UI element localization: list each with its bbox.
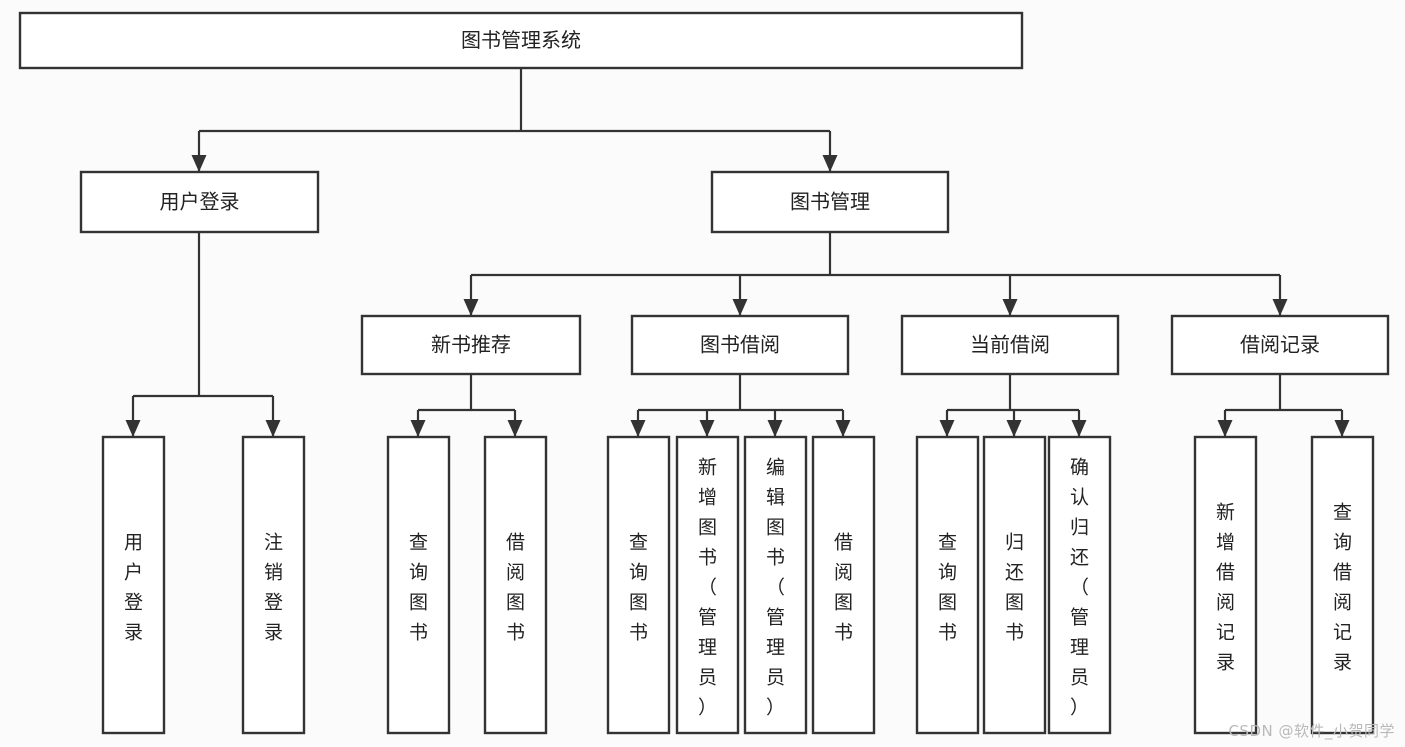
node-leaf-确认归还管理员[interactable]: 确认归还（管理员）: [1047, 435, 1112, 735]
node-leaf-查询图书[interactable]: 查询图书: [915, 435, 980, 735]
node-label: 当前借阅: [970, 333, 1050, 357]
edge-arrowhead: [507, 420, 523, 437]
node-leaf-新增图书管理员[interactable]: 新增图书（管理员）: [675, 435, 740, 735]
edge-arrowhead: [410, 420, 426, 437]
node-leaf-用户登录[interactable]: 用户登录: [101, 435, 166, 735]
edge-arrowhead: [1217, 420, 1233, 437]
node-label: 编辑图书（管理员）: [766, 456, 785, 718]
node-label: 新增图书（管理员）: [698, 456, 717, 718]
node-l2-图书借阅[interactable]: 图书借阅: [630, 314, 850, 376]
node-label: 查询图书: [629, 531, 648, 643]
node-l2-借阅记录[interactable]: 借阅记录: [1170, 314, 1390, 376]
edge-arrowhead: [463, 299, 479, 316]
node-box: [386, 435, 451, 735]
edge-arrowhead: [835, 420, 851, 437]
node-box: [675, 435, 740, 735]
edge-arrowhead: [732, 299, 748, 316]
node-leaf-借阅图书[interactable]: 借阅图书: [483, 435, 548, 735]
node-box: [1193, 435, 1258, 735]
connector-edges-layer: [125, 68, 1350, 437]
node-box: [710, 170, 950, 234]
node-box: [1170, 314, 1390, 376]
node-label: 查询图书: [409, 531, 428, 643]
node-label: 借阅图书: [506, 531, 525, 643]
connector-from-图书管理: [463, 232, 1288, 316]
node-label: 查询图书: [938, 531, 957, 643]
node-box: [18, 11, 1024, 70]
node-label: 图书管理系统: [461, 28, 581, 52]
node-box: [630, 314, 850, 376]
edge-arrowhead: [1071, 420, 1087, 437]
edge-arrowhead: [1002, 299, 1018, 316]
node-l1-用户登录[interactable]: 用户登录: [79, 170, 320, 234]
node-l1-图书管理[interactable]: 图书管理: [710, 170, 950, 234]
node-box: [743, 435, 808, 735]
node-box: [360, 314, 582, 376]
node-label: 查询借阅记录: [1333, 501, 1352, 673]
node-box: [915, 435, 980, 735]
node-box: [241, 435, 306, 735]
node-label: 借阅图书: [834, 531, 853, 643]
node-box: [1047, 435, 1112, 735]
connector-from-新书推荐: [410, 374, 523, 437]
connector-from-用户登录: [125, 232, 281, 437]
edge-arrowhead: [699, 420, 715, 437]
node-leaf-编辑图书管理员[interactable]: 编辑图书（管理员）: [743, 435, 808, 735]
connector-from-图书借阅: [630, 374, 851, 437]
diagram-nodes-layer: 图书管理系统用户登录图书管理新书推荐图书借阅当前借阅借阅记录用户登录注销登录查询…: [18, 11, 1390, 735]
edge-arrowhead: [939, 420, 955, 437]
node-box: [483, 435, 548, 735]
node-label: 图书借阅: [700, 333, 780, 357]
edge-arrowhead: [265, 420, 281, 437]
node-root-图书管理系统[interactable]: 图书管理系统: [18, 11, 1024, 70]
edge-arrowhead: [822, 155, 838, 172]
node-label: 注销登录: [264, 531, 283, 643]
node-label: 确认归还（管理员）: [1070, 456, 1089, 718]
node-box: [606, 435, 671, 735]
node-leaf-注销登录[interactable]: 注销登录: [241, 435, 306, 735]
node-leaf-借阅图书[interactable]: 借阅图书: [811, 435, 876, 735]
edge-arrowhead: [125, 420, 141, 437]
node-box: [79, 170, 320, 234]
edge-arrowhead: [630, 420, 646, 437]
node-leaf-查询图书[interactable]: 查询图书: [606, 435, 671, 735]
node-box: [811, 435, 876, 735]
node-label: 新书推荐: [431, 333, 511, 357]
edge-arrowhead: [1006, 420, 1022, 437]
node-label: 用户登录: [124, 531, 143, 643]
node-leaf-查询图书[interactable]: 查询图书: [386, 435, 451, 735]
node-label: 用户登录: [160, 190, 240, 214]
node-label: 借阅记录: [1240, 333, 1320, 357]
node-box: [982, 435, 1047, 735]
node-leaf-查询借阅记录[interactable]: 查询借阅记录: [1310, 435, 1375, 735]
connector-from-当前借阅: [939, 374, 1087, 437]
node-label: 图书管理: [790, 190, 870, 214]
connector-from-图书管理系统: [191, 68, 838, 172]
edge-arrowhead: [1334, 420, 1350, 437]
edge-arrowhead: [767, 420, 783, 437]
edge-arrowhead: [191, 155, 207, 172]
connector-from-借阅记录: [1217, 374, 1350, 437]
node-l2-新书推荐[interactable]: 新书推荐: [360, 314, 582, 376]
node-box: [1310, 435, 1375, 735]
node-box: [101, 435, 166, 735]
node-box: [900, 314, 1120, 376]
node-leaf-归还图书[interactable]: 归还图书: [982, 435, 1047, 735]
edge-arrowhead: [1272, 299, 1288, 316]
node-l2-当前借阅[interactable]: 当前借阅: [900, 314, 1120, 376]
node-leaf-新增借阅记录[interactable]: 新增借阅记录: [1193, 435, 1258, 735]
node-label: 新增借阅记录: [1216, 501, 1235, 673]
node-label: 归还图书: [1005, 531, 1024, 643]
